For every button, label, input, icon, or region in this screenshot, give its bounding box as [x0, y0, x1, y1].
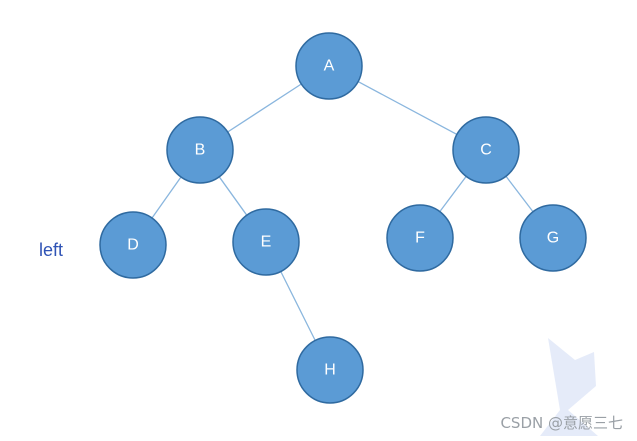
node-C: C: [452, 116, 520, 184]
edge-A-C: [357, 80, 458, 136]
node-D: D: [99, 211, 167, 279]
node-A: A: [295, 32, 363, 100]
node-label: H: [324, 362, 336, 379]
node-circle: [99, 211, 167, 279]
node-circle: [296, 336, 364, 404]
edge-C-G: [505, 175, 534, 213]
nodes: A B C D E F G H: [99, 32, 587, 404]
watermark-mark: [540, 338, 598, 436]
node-circle: [519, 204, 587, 272]
edges: [151, 80, 534, 341]
node-label: G: [547, 230, 559, 247]
node-B: B: [166, 116, 234, 184]
node-circle: [166, 116, 234, 184]
side-label-left: left: [39, 240, 64, 260]
edge-A-B: [227, 83, 302, 133]
edge-E-H: [280, 271, 316, 341]
edge-B-E: [218, 176, 248, 216]
node-E: E: [232, 208, 300, 276]
node-label: A: [324, 58, 335, 75]
node-label: F: [415, 230, 425, 247]
node-label: D: [127, 237, 139, 254]
node-circle: [295, 32, 363, 100]
edge-B-D: [151, 176, 182, 219]
node-label: E: [261, 234, 272, 251]
node-circle: [452, 116, 520, 184]
watermark-text: CSDN @意愿三七: [500, 414, 623, 432]
node-G: G: [519, 204, 587, 272]
node-label: C: [480, 142, 492, 159]
edge-C-F: [439, 176, 467, 212]
node-circle: [386, 204, 454, 272]
node-circle: [232, 208, 300, 276]
node-label: B: [195, 142, 206, 159]
node-H: H: [296, 336, 364, 404]
node-F: F: [386, 204, 454, 272]
